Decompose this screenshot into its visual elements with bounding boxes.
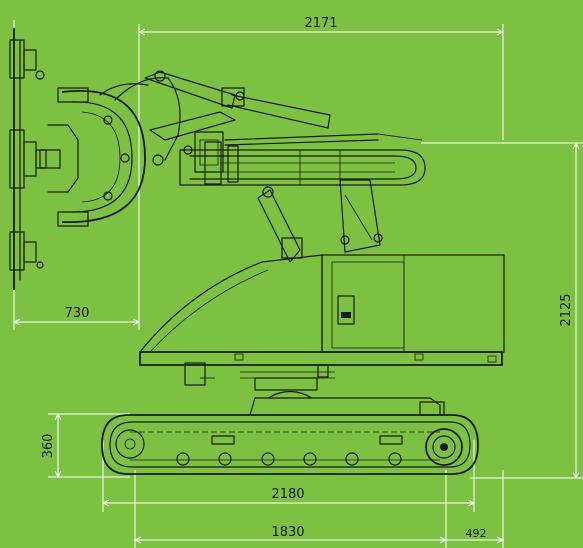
- boom-support: [257, 179, 383, 263]
- dim-label-overall-length: 2171: [304, 16, 337, 31]
- dim-label-track-height: 360: [41, 434, 56, 459]
- road-rollers: [176, 452, 402, 466]
- vacuum-cups: [9, 28, 47, 290]
- dimension-track-height: 360: [41, 412, 130, 479]
- dim-label-reach: 730: [65, 306, 90, 321]
- track-undercarriage: [101, 397, 479, 475]
- machine-body: [139, 254, 505, 366]
- dim-label-total-height: 2125: [559, 293, 574, 326]
- dimension-reach: 730: [12, 20, 141, 330]
- gripper-frame: [39, 87, 146, 227]
- dim-label-track-length: 2180: [271, 487, 304, 502]
- slewing-ring: [184, 362, 335, 399]
- dimension-total-height: 2125: [421, 141, 583, 480]
- dimension-track-length: 2180: [101, 440, 476, 512]
- dimension-rear-offset: 492: [446, 470, 505, 548]
- telescopic-boom: [179, 133, 426, 186]
- dim-label-track-base: 1830: [271, 525, 304, 540]
- dimension-track-base: 1830: [133, 470, 448, 548]
- dimension-overall-length: 2171: [137, 16, 505, 330]
- dim-label-rear-offset: 492: [466, 527, 487, 540]
- lift-arm: [99, 70, 331, 173]
